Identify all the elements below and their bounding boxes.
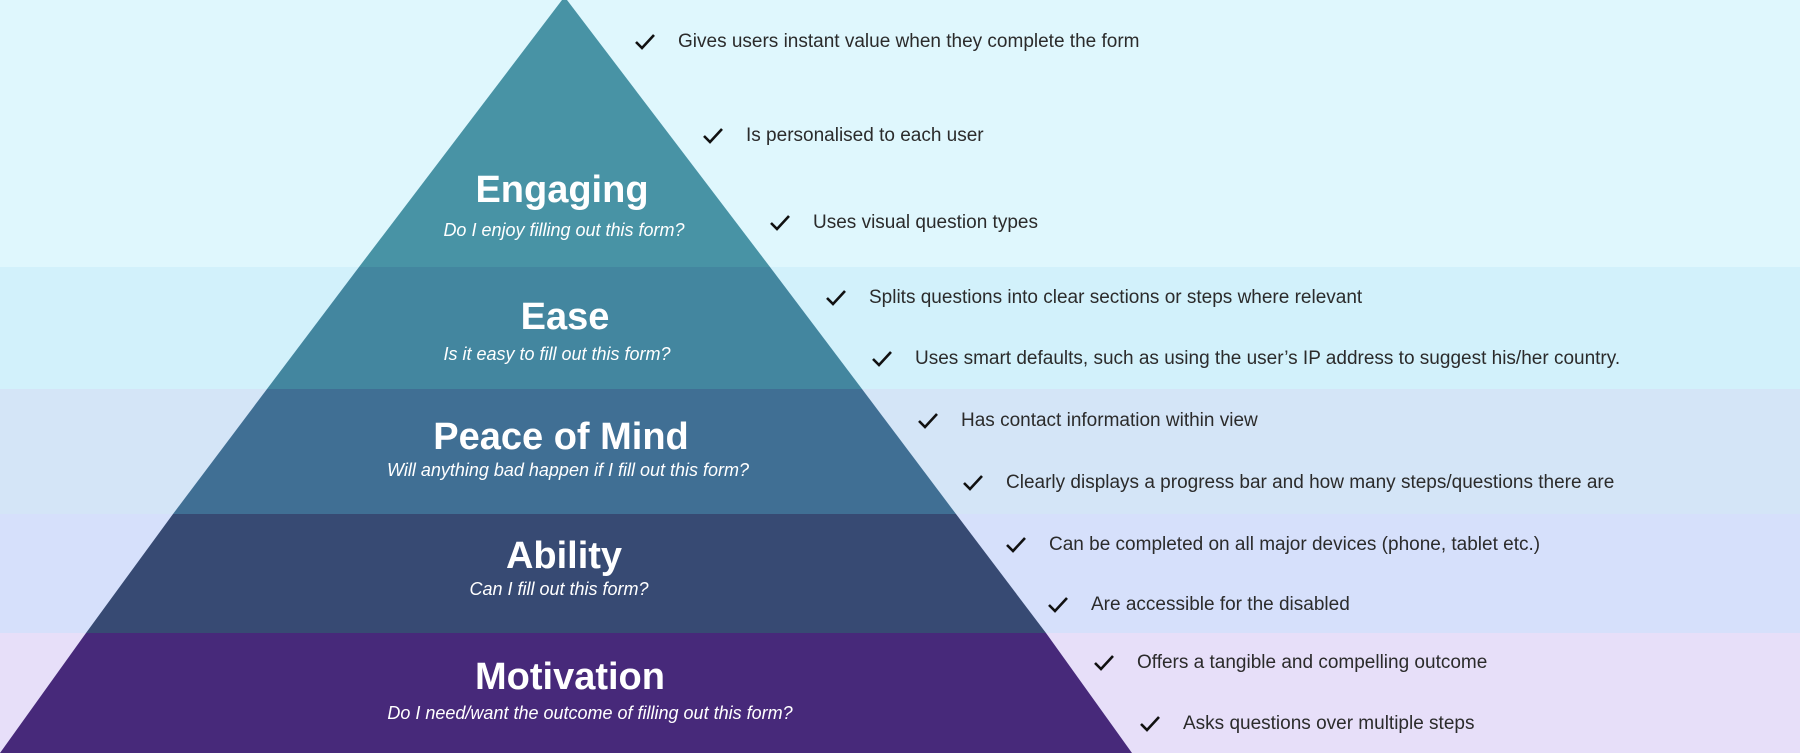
checklist-item: Can be completed on all major devices (p… [1005, 530, 1540, 560]
checklist-item-text: Are accessible for the disabled [1091, 594, 1350, 615]
checklist-item-text: Uses smart defaults, such as using the u… [915, 348, 1621, 369]
check-icon [1094, 655, 1114, 671]
check-icon [635, 34, 655, 50]
checklist-item-text: Gives users instant value when they comp… [678, 31, 1140, 52]
check-icon [1140, 716, 1160, 732]
checklist-item: Gives users instant value when they comp… [634, 27, 1140, 57]
tier-title-motivation: Motivation [475, 656, 665, 698]
check-icon [963, 475, 983, 491]
check-icon [1048, 597, 1068, 613]
checklist-item: Are accessible for the disabled [1047, 590, 1350, 620]
band-engaging [0, 0, 1800, 267]
checklist-item: Uses visual question types [769, 208, 1038, 238]
checklist-item: Asks questions over multiple steps [1139, 709, 1474, 739]
check-icon [826, 290, 846, 306]
check-icon [1006, 537, 1026, 553]
checklist-item-text: Offers a tangible and compelling outcome [1137, 652, 1488, 673]
checklist-item: Splits questions into clear sections or … [825, 283, 1362, 313]
tier-subtitle-motivation: Do I need/want the outcome of filling ou… [387, 703, 793, 723]
checklist-item: Offers a tangible and compelling outcome [1093, 648, 1487, 678]
tier-subtitle-ability: Can I fill out this form? [469, 579, 649, 599]
pyramid-tier-ability [86, 514, 1046, 633]
tier-title-ease: Ease [520, 296, 610, 338]
checklist-item-text: Clearly displays a progress bar and how … [1006, 472, 1615, 493]
checklist-item: Has contact information within view [917, 406, 1258, 436]
check-icon [872, 351, 892, 367]
checklist-item-text: Has contact information within view [961, 410, 1258, 431]
checklist-item-text: Uses visual question types [813, 212, 1038, 233]
tier-title-peace-of-mind: Peace of Mind [433, 416, 689, 458]
pyramid-tier-ease [267, 267, 862, 389]
tier-title-ability: Ability [505, 535, 623, 577]
pyramid-tier-engaging [359, 0, 770, 267]
checklist-item: Clearly displays a progress bar and how … [962, 468, 1614, 498]
checklist-item: Is personalised to each user [702, 121, 984, 151]
checklist-item-text: Can be completed on all major devices (p… [1049, 534, 1541, 555]
checklist-item-text: Splits questions into clear sections or … [869, 287, 1363, 308]
check-icon [918, 413, 938, 429]
tier-subtitle-peace-of-mind: Will anything bad happen if I fill out t… [386, 460, 750, 480]
checklist-item: Uses smart defaults, such as using the u… [871, 344, 1620, 374]
tier-subtitle-ease: Is it easy to fill out this form? [443, 344, 671, 364]
checklist-item-text: Is personalised to each user [746, 125, 984, 146]
pyramid-tier-motivation [0, 633, 1132, 753]
check-icon [703, 128, 723, 144]
tier-title-engaging: Engaging [475, 169, 649, 211]
check-icon [770, 215, 790, 231]
checklist-item-text: Asks questions over multiple steps [1183, 713, 1475, 734]
pyramid-tier-peace-of-mind [173, 389, 956, 514]
tier-subtitle-engaging: Do I enjoy filling out this form? [443, 220, 685, 240]
